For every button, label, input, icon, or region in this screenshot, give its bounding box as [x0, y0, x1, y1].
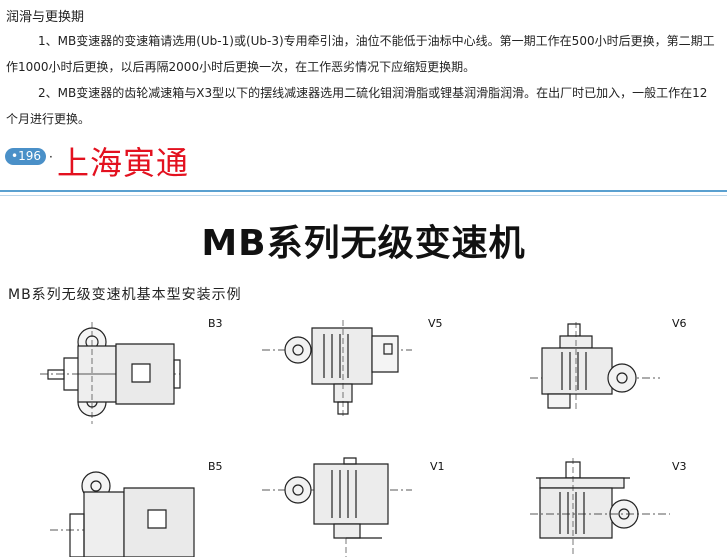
mounting-label-v6: V6	[672, 317, 687, 330]
mounting-label-v5: V5	[428, 317, 443, 330]
mounting-label-v1: V1	[430, 460, 445, 473]
mounting-label-v3: V3	[672, 460, 687, 473]
v5-mounting-drawing	[262, 320, 412, 420]
series-subtitle: MB系列无级变速机基本型安装示例	[8, 287, 242, 303]
lubrication-heading: 润滑与更换期	[6, 10, 85, 25]
page-number: •196·	[5, 148, 53, 165]
mounting-label-b3: B3	[208, 317, 223, 330]
page-number-badge: •196	[5, 148, 46, 165]
divider-line	[0, 190, 727, 192]
v3-mounting-drawing	[530, 458, 670, 557]
b5-mounting-drawing	[40, 470, 200, 557]
b3-mounting-drawing	[40, 318, 190, 428]
lubrication-paragraph-2: 2、MB变速器的齿轮减速箱与X3型以下的摆线减速器选用二硫化钼润滑脂或锂基润滑脂…	[6, 86, 708, 126]
v6-mounting-drawing	[530, 322, 660, 412]
company-watermark: 上海寅通	[57, 144, 190, 182]
series-title: MB系列无级变速机	[201, 223, 526, 264]
mounting-label-b5: B5	[208, 460, 223, 473]
v1-mounting-drawing	[262, 458, 412, 557]
lubrication-paragraph-1: 1、MB变速器的变速箱请选用(Ub-1)或(Ub-3)专用牵引油，油位不能低于油…	[6, 34, 715, 74]
divider-line-thin	[0, 195, 727, 196]
